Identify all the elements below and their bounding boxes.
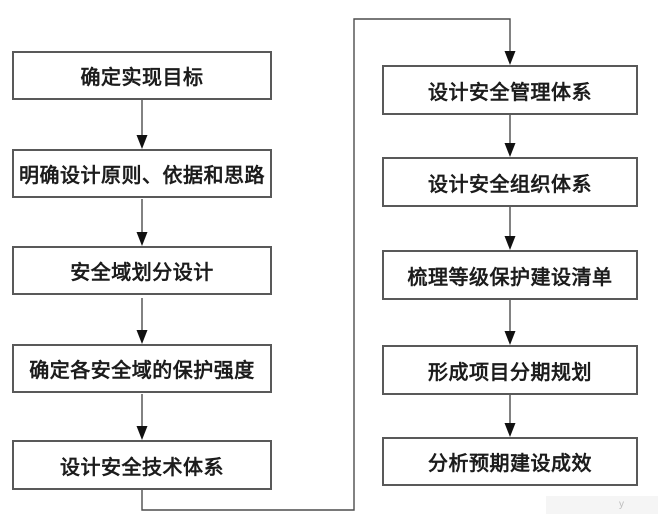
arrow-down-icon [504, 236, 516, 250]
flow-step-label: 设计安全组织体系 [428, 173, 592, 196]
arrow-down-icon [136, 232, 148, 246]
watermark-text: y [619, 499, 624, 510]
flow-step-form-project-phasing-plan: 形成项目分期规划 [382, 345, 638, 395]
flow-step-design-security-organization-system: 设计安全组织体系 [382, 157, 638, 207]
flow-step-clarify-design-principles: 明确设计原则、依据和思路 [12, 149, 272, 198]
flow-step-determine-protection-strength: 确定各安全域的保护强度 [12, 344, 272, 393]
flow-step-security-domain-division-design: 安全域划分设计 [12, 246, 272, 295]
flow-step-sort-graded-protection-list: 梳理等级保护建设清单 [382, 250, 638, 300]
arrow-down-icon [504, 51, 516, 65]
arrow-down-icon [136, 135, 148, 149]
flow-step-label: 明确设计原则、依据和思路 [19, 165, 265, 187]
flow-step-label: 安全域划分设计 [70, 262, 214, 284]
flow-step-design-security-technical-system: 设计安全技术体系 [12, 440, 272, 490]
arrow-down-icon [504, 143, 516, 157]
flow-step-label: 梳理等级保护建设清单 [407, 266, 613, 289]
arrow-down-icon [136, 330, 148, 344]
flow-step-analyze-expected-results: 分析预期建设成效 [382, 437, 638, 486]
watermark-remnant: y [546, 496, 658, 514]
flow-step-design-security-management-system: 设计安全管理体系 [382, 65, 638, 115]
flow-step-determine-implementation-goals: 确定实现目标 [12, 51, 272, 100]
arrow-down-icon [136, 426, 148, 440]
flow-step-label: 确定实现目标 [80, 67, 204, 89]
flow-step-label: 形成项目分期规划 [428, 361, 592, 384]
flow-step-label: 设计安全管理体系 [428, 81, 592, 104]
flow-step-label: 确定各安全域的保护强度 [29, 360, 255, 382]
flow-step-label: 设计安全技术体系 [60, 456, 224, 479]
arrow-down-icon [504, 331, 516, 345]
flow-step-label: 分析预期建设成效 [428, 453, 592, 475]
arrow-down-icon [504, 423, 516, 437]
